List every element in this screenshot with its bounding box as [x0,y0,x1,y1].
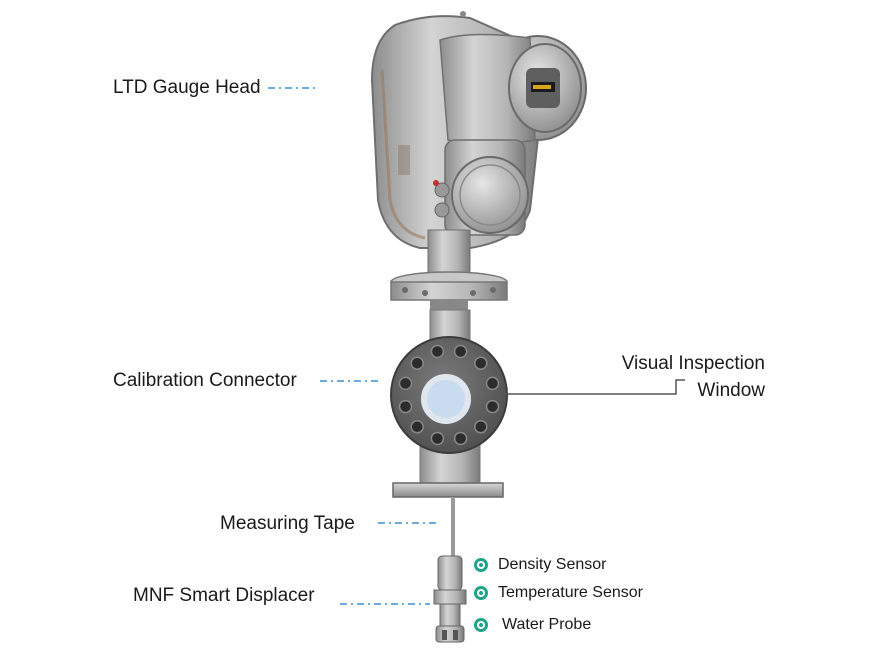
label-smart-displacer: MNF Smart Displacer [133,585,315,606]
bolt-icon [410,356,424,370]
bolt-icon [485,376,500,391]
sensor-label: Temperature Sensor [498,584,643,601]
leader-lines [268,87,438,605]
sensor-label: Density Sensor [498,556,607,573]
smart-displacer [433,555,467,643]
bolt-icon [398,376,413,391]
label-visual-inspection-line2: Window [697,380,765,401]
inspection-leader [504,379,685,395]
label-calibration-connector: Calibration Connector [113,370,297,391]
bolt-icon [410,420,424,434]
sensor-bullet-icon [474,558,488,572]
sensor-water-probe: Water Probe [474,616,591,634]
bolt-icon [430,344,445,359]
label-gauge-head: LTD Gauge Head [113,77,261,98]
bolt-icon [430,431,445,446]
bolt-icon [474,420,488,434]
bolt-icon [398,399,413,414]
inspection-window [421,374,471,424]
sensor-bullet-icon [474,586,488,600]
sensor-bullet-icon [474,618,488,632]
bolt-icon [474,356,488,370]
bolt-icon [453,431,468,446]
label-measuring-tape: Measuring Tape [220,513,355,534]
sensor-label: Water Probe [502,616,592,633]
sensor-temperature: Temperature Sensor [474,584,643,602]
bolt-icon [485,399,500,414]
label-visual-inspection-line1: Visual Inspection [621,353,765,374]
sensor-density: Density Sensor [474,556,607,574]
top-flange [390,271,508,310]
label-visual-inspection: Visual Inspection Window [608,353,765,402]
gauge-head [370,11,587,281]
bolt-icon [453,344,468,359]
flange-bolts [398,344,500,446]
